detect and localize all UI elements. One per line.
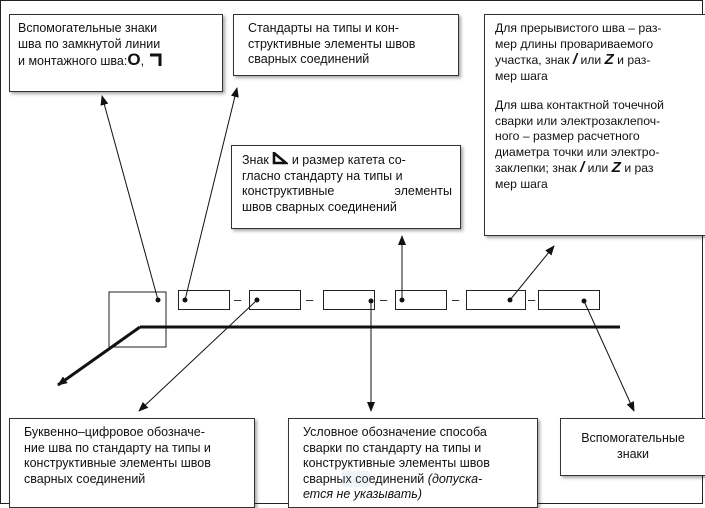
designation-slot-3 <box>323 290 375 310</box>
text-line: Буквенно–цифровое обозначе- <box>24 425 205 439</box>
text-fragment: участка, знак <box>495 53 570 67</box>
text-line: Для шва контактной точечной <box>495 98 664 112</box>
alphanumeric-designation-box: Буквенно–цифровое обозначе- ние шва по с… <box>9 418 255 508</box>
leader-arrow <box>57 325 141 387</box>
field-weld-flag-icon <box>149 53 162 66</box>
text-line: конструктивные элементы швов <box>24 456 211 470</box>
text-fragment: или <box>580 53 602 67</box>
text-fragment: и раз- <box>617 53 651 67</box>
designation-slot-5 <box>466 290 526 310</box>
interrupted-seam-box: Для прерывистого шва – раз- мер длины пр… <box>484 14 705 236</box>
z-symbol: Z <box>611 159 621 176</box>
text-fragment: заклепки; знак <box>495 161 577 175</box>
closed-line-frame <box>108 291 167 348</box>
text-line: участка, знак / или Z и раз- <box>495 52 697 69</box>
slot-separator: – <box>234 292 242 307</box>
leg-size-box: Знак и размер катета со- гласно стандарт… <box>231 145 461 229</box>
text-line: мер шага <box>495 68 548 83</box>
text-line: сварки по стандарту на типы и <box>303 440 482 455</box>
standards-box: Стандарты на типы и кон- структивные эле… <box>233 14 459 76</box>
auxiliary-signs-box: Вспомогательные знаки <box>560 418 705 476</box>
arrow <box>509 245 555 301</box>
z-symbol: Z <box>604 51 614 68</box>
text-line: сварных соединений <box>24 471 146 486</box>
text-line: Стандарты на типы и кон- <box>248 21 399 35</box>
text-fragment-italic: (допуска- <box>427 471 483 486</box>
slot-separator: – <box>528 292 536 307</box>
designation-slot-4 <box>395 290 447 310</box>
arrow <box>138 299 258 412</box>
arrow <box>100 95 159 301</box>
text-line: заклепки; знак / или Z и раз <box>495 160 697 177</box>
slot-separator: – <box>380 292 388 307</box>
slot-separator: – <box>452 292 460 307</box>
text-line: гласно стандарту на типы и <box>242 168 403 183</box>
closed-seam-circle-symbol: O <box>127 50 141 69</box>
text-line: шва по замкнутой линии <box>18 36 161 51</box>
text-fragment: или <box>587 161 609 175</box>
welding-method-box: Условное обозначение способа сварки по с… <box>288 418 538 508</box>
slot-separator: – <box>306 292 314 307</box>
text-line: знаки <box>616 446 650 461</box>
text-line: швов сварных соединений <box>242 199 397 214</box>
text-line: конструктивные элементы <box>242 184 452 198</box>
text-fragment: сварных соединений <box>303 471 425 486</box>
text-fragment: Знак <box>242 153 269 167</box>
designation-slot-1 <box>178 290 230 310</box>
designation-slot-2 <box>249 290 301 310</box>
text-line: структивные элементы швов <box>248 36 416 51</box>
text-fragment: и размер катета со- <box>291 153 406 167</box>
text-fragment: и раз <box>624 161 654 175</box>
fillet-weld-triangle-icon <box>273 150 290 165</box>
comma: , <box>140 54 145 68</box>
text-line: Условное обозначение способа <box>303 425 487 439</box>
text-line: Для прерывистого шва – раз- <box>495 21 662 35</box>
text-line: Знак и размер катета со- <box>242 150 452 169</box>
text-line-italic: ется не указывать) <box>303 487 422 501</box>
text-line: ного – размер расчетного <box>495 129 640 143</box>
text-line: конструктивные элементы швов <box>303 456 490 470</box>
text-line-with-symbols: и монтажного шва:O, <box>18 50 214 70</box>
text-line: мер шага <box>495 176 548 191</box>
arrow <box>583 300 635 412</box>
slash-symbol: / <box>580 159 585 176</box>
watermark <box>342 471 370 487</box>
designation-slot-6 <box>538 290 600 310</box>
text-line: мер длины провариваемого <box>495 36 654 51</box>
text-line: сварных соединений <box>248 52 370 66</box>
text-line: Вспомогательные <box>581 431 685 445</box>
aux-closed-line-box: Вспомогательные знаки шва по замкнутой л… <box>9 14 223 92</box>
text-line: сварки или электрозаклепоч- <box>495 113 661 128</box>
text-line: Вспомогательные знаки <box>18 21 158 35</box>
slash-symbol: / <box>572 51 578 68</box>
text-fragment: и монтажного шва: <box>18 54 128 68</box>
text-line: сварных соединений (допуска- <box>303 472 529 488</box>
text-line: диаметра точки или электро- <box>495 144 660 159</box>
text-line: ние шва по стандарту на типы и <box>24 440 211 455</box>
arrow <box>184 87 239 301</box>
